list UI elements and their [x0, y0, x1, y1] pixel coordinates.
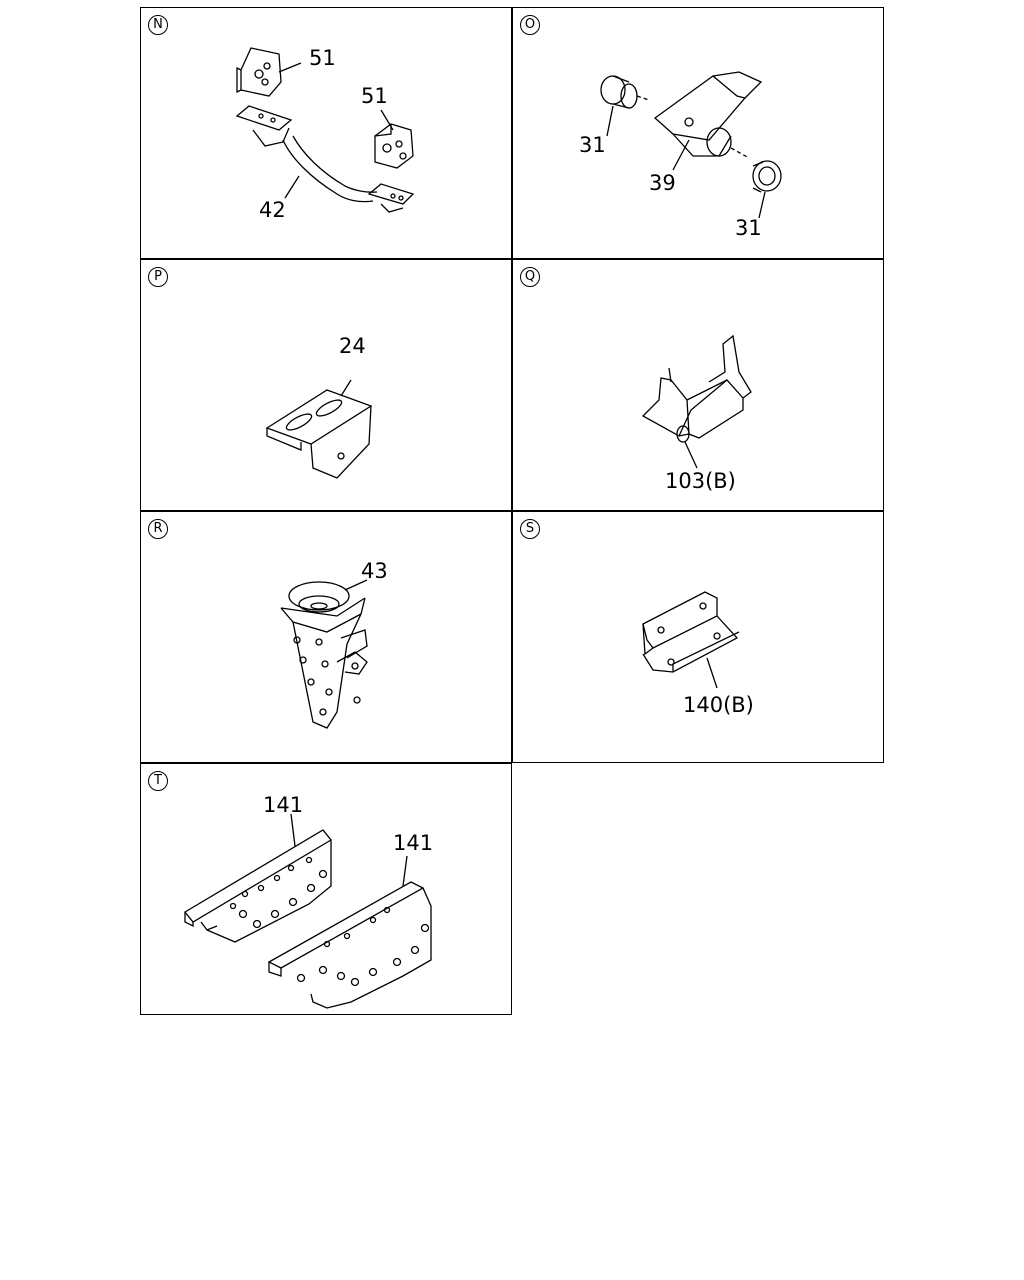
panel-letter-badge: P	[148, 267, 168, 287]
callout-103b: 103(B)	[665, 469, 736, 493]
angle-bracket-140b-drawing: 140(B)	[513, 512, 754, 717]
callout-24: 24	[339, 334, 366, 358]
panel-letter-badge: R	[148, 519, 168, 539]
bracket-103b-drawing: 103(B)	[513, 260, 885, 493]
panel-p: P 24	[140, 259, 512, 511]
callout-141-b: 141	[393, 831, 433, 855]
panel-s: S 140(B)	[512, 511, 884, 763]
panel-letter-badge: S	[520, 519, 540, 539]
bracket-24-drawing: 24	[141, 334, 513, 512]
cup-bracket-43-drawing: 43	[141, 559, 388, 764]
panel-q: Q 103(B)	[512, 259, 884, 511]
callout-51-a: 51	[309, 46, 336, 70]
panel-letter-badge: Q	[520, 267, 540, 287]
panel-r: R 43	[140, 511, 512, 763]
panel-t: T 141 141	[140, 763, 512, 1015]
callout-31-a: 31	[579, 133, 606, 157]
panel-n: N 51 51 42	[140, 7, 512, 259]
callout-51-b: 51	[361, 84, 388, 108]
callout-141-a: 141	[263, 793, 303, 817]
callout-43: 43	[361, 559, 388, 583]
plates-141-drawing: 141 141	[141, 793, 433, 1016]
spring-bracket-drawing: 31 39 31	[579, 8, 885, 240]
callout-42: 42	[259, 198, 286, 222]
crossmember-drawing: 51 51 42	[141, 46, 513, 222]
panel-o: O 31 39 31	[512, 7, 884, 259]
callout-140b: 140(B)	[683, 693, 754, 717]
panel-letter-badge: T	[148, 771, 168, 791]
callout-31-b: 31	[735, 216, 762, 240]
panel-letter-badge: O	[520, 15, 540, 35]
panel-letter-badge: N	[148, 15, 168, 35]
callout-39: 39	[649, 171, 676, 195]
